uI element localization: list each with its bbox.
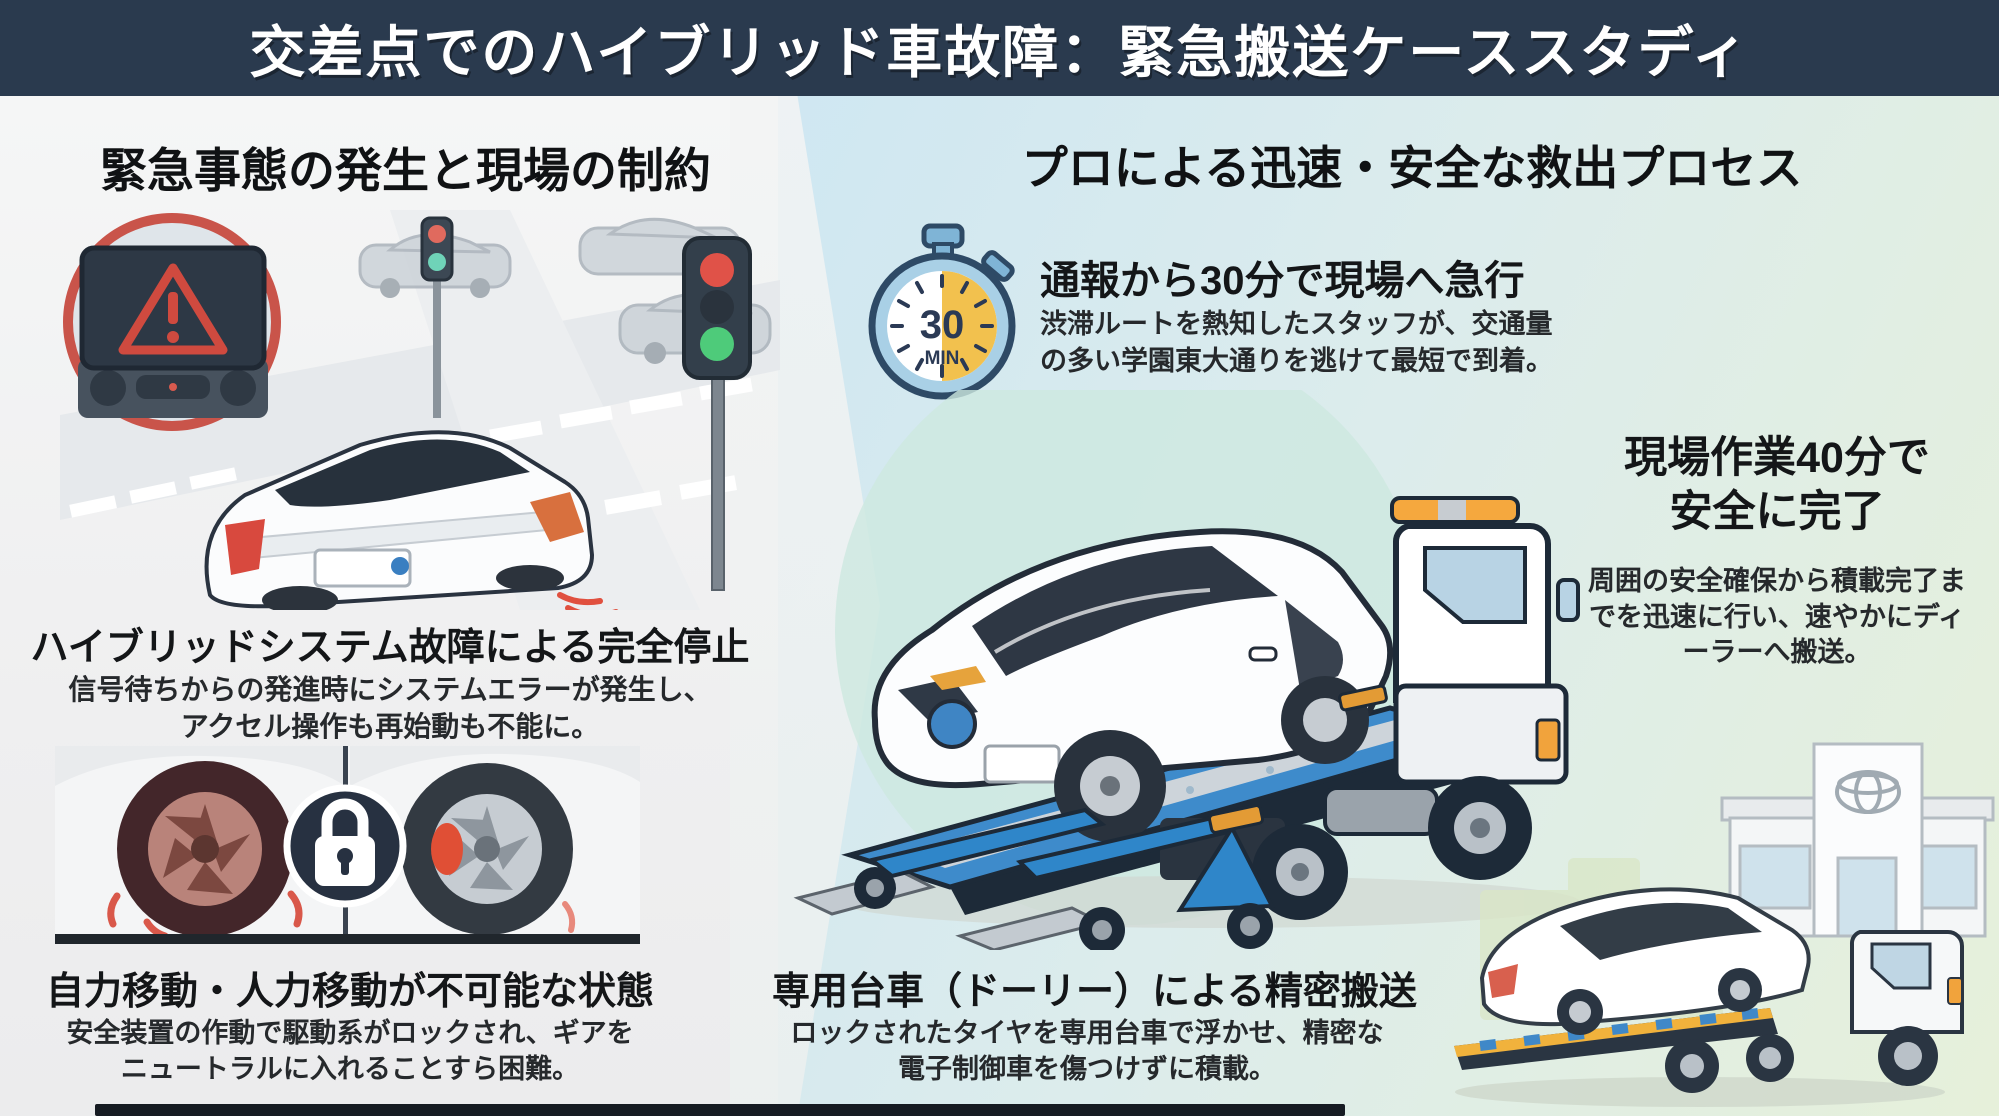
dispatch-body: 渋滞ルートを熱知したスタッフが、交通量 の多い学園東大通りを逃けて最短で到着。 <box>1040 306 1600 381</box>
hazard-glow <box>557 592 619 610</box>
dashboard-warning-icon <box>63 213 281 431</box>
breakdown-body: 信号待ちからの発進時にシステムエラーが発生し、 アクセル操作も再始動も不能に。 <box>10 672 770 746</box>
breakdown-body-line1: 信号待ちからの発進時にシステムエラーが発生し、 <box>68 674 712 705</box>
locked-wheels-illustration <box>55 746 640 946</box>
dealership-svg <box>1454 742 1995 1107</box>
broken-down-car <box>204 430 619 610</box>
dolly-heading: 専用台車（ドーリー）による精密搬送 <box>772 971 1417 1013</box>
onsite-heading: 現場作業40分で 安全に完了 <box>1572 432 1982 540</box>
wheel-dolly <box>793 684 1388 950</box>
amber-light-bar-icon <box>1390 496 1520 524</box>
dolly-body-line1: ロックされたタイヤを専用台車で浮かせ、精密な <box>790 1018 1384 1048</box>
dispatch-body-line1: 渋滞ルートを熱知したスタッフが、交通量 <box>1040 309 1553 339</box>
left-locked-wheel <box>107 761 303 940</box>
immobile-body-line1: 安全装置の作動で駆動系がロックされ、ギアを <box>66 1018 634 1048</box>
stopwatch-ticks <box>890 274 994 378</box>
warning-triangle-icon <box>118 263 228 355</box>
dispatch-body-line2: の多い学園東大通りを逃けて最短で到着。 <box>1040 346 1553 377</box>
right-section-header: プロによる迅速・安全な救出プロセス <box>1021 142 1803 194</box>
lock-icon <box>283 784 407 908</box>
breakdown-heading: ハイブリッドシステム故障による完全停止 <box>30 627 750 669</box>
onsite-body: 周囲の安全確保から積載完了ま でを迅速に行い、速やかにディ ーラーへ搬送。 <box>1568 564 1986 671</box>
stopwatch-value: 30 <box>920 303 965 347</box>
dealership-building <box>1720 742 1995 938</box>
immobile-body: 安全装置の作動で駆動系がロックされ、ギアを ニュートラルに入れることすら困難。 <box>0 1016 700 1087</box>
tow-loading-svg <box>793 390 1580 950</box>
locked-wheels-svg <box>55 746 640 944</box>
breakdown-body-line2: アクセル操作も再始動も不能に。 <box>180 710 600 742</box>
onsite-heading-line2: 安全に完了 <box>1669 487 1885 536</box>
onsite-heading-line1: 現場作業40分で <box>1624 434 1930 482</box>
far-traffic-light-icon <box>420 216 454 418</box>
traffic-light-icon <box>682 236 752 591</box>
left-section-header: 緊急事態の発生と現場の制約 <box>100 144 711 197</box>
tow-loading-illustration <box>780 390 1600 950</box>
immobile-body-line2: ニュートラルに入れることすら困難。 <box>120 1053 580 1084</box>
onsite-body-line3: ーラーへ搬送。 <box>1682 637 1872 668</box>
hybrid-car-on-bed <box>871 528 1394 842</box>
title-bar: 交差点でのハイブリッド車故障：緊急搬送ケーススタディ <box>0 0 1999 96</box>
onsite-body-line2: でを迅速に行い、速やかにディ <box>1588 601 1966 632</box>
dolly-body-line2: 電子制御車を傷つけずに積載。 <box>898 1053 1276 1084</box>
stopwatch-unit: MIN <box>925 348 960 369</box>
immobile-heading: 自力移動・人力移動が不可能な状態 <box>45 971 654 1013</box>
dispatch-heading: 通報から30分で現場へ急行 <box>1040 259 1525 303</box>
departing-tow-truck <box>1454 887 1964 1093</box>
right-locked-wheel <box>401 763 576 935</box>
toyota-logo-icon <box>1835 770 1901 814</box>
stopwatch-illustration: 30 MIN <box>862 220 1024 404</box>
page-title: 交差点でのハイブリッド車故障：緊急搬送ケーススタディ <box>249 20 1750 84</box>
stopwatch-icon: 30 MIN <box>868 223 1016 400</box>
bottom-ground-strip <box>95 1104 1345 1116</box>
onsite-body-line1: 周囲の安全確保から積載完了ま <box>1588 566 1966 596</box>
dealership-delivery-illustration <box>1440 740 1999 1116</box>
dolly-body: ロックされたタイヤを専用台車で浮かせ、精密な 電子制御車を傷つけずに積載。 <box>772 1016 1402 1087</box>
intersection-illustration <box>60 210 780 610</box>
intersection-scene-svg <box>60 210 780 610</box>
